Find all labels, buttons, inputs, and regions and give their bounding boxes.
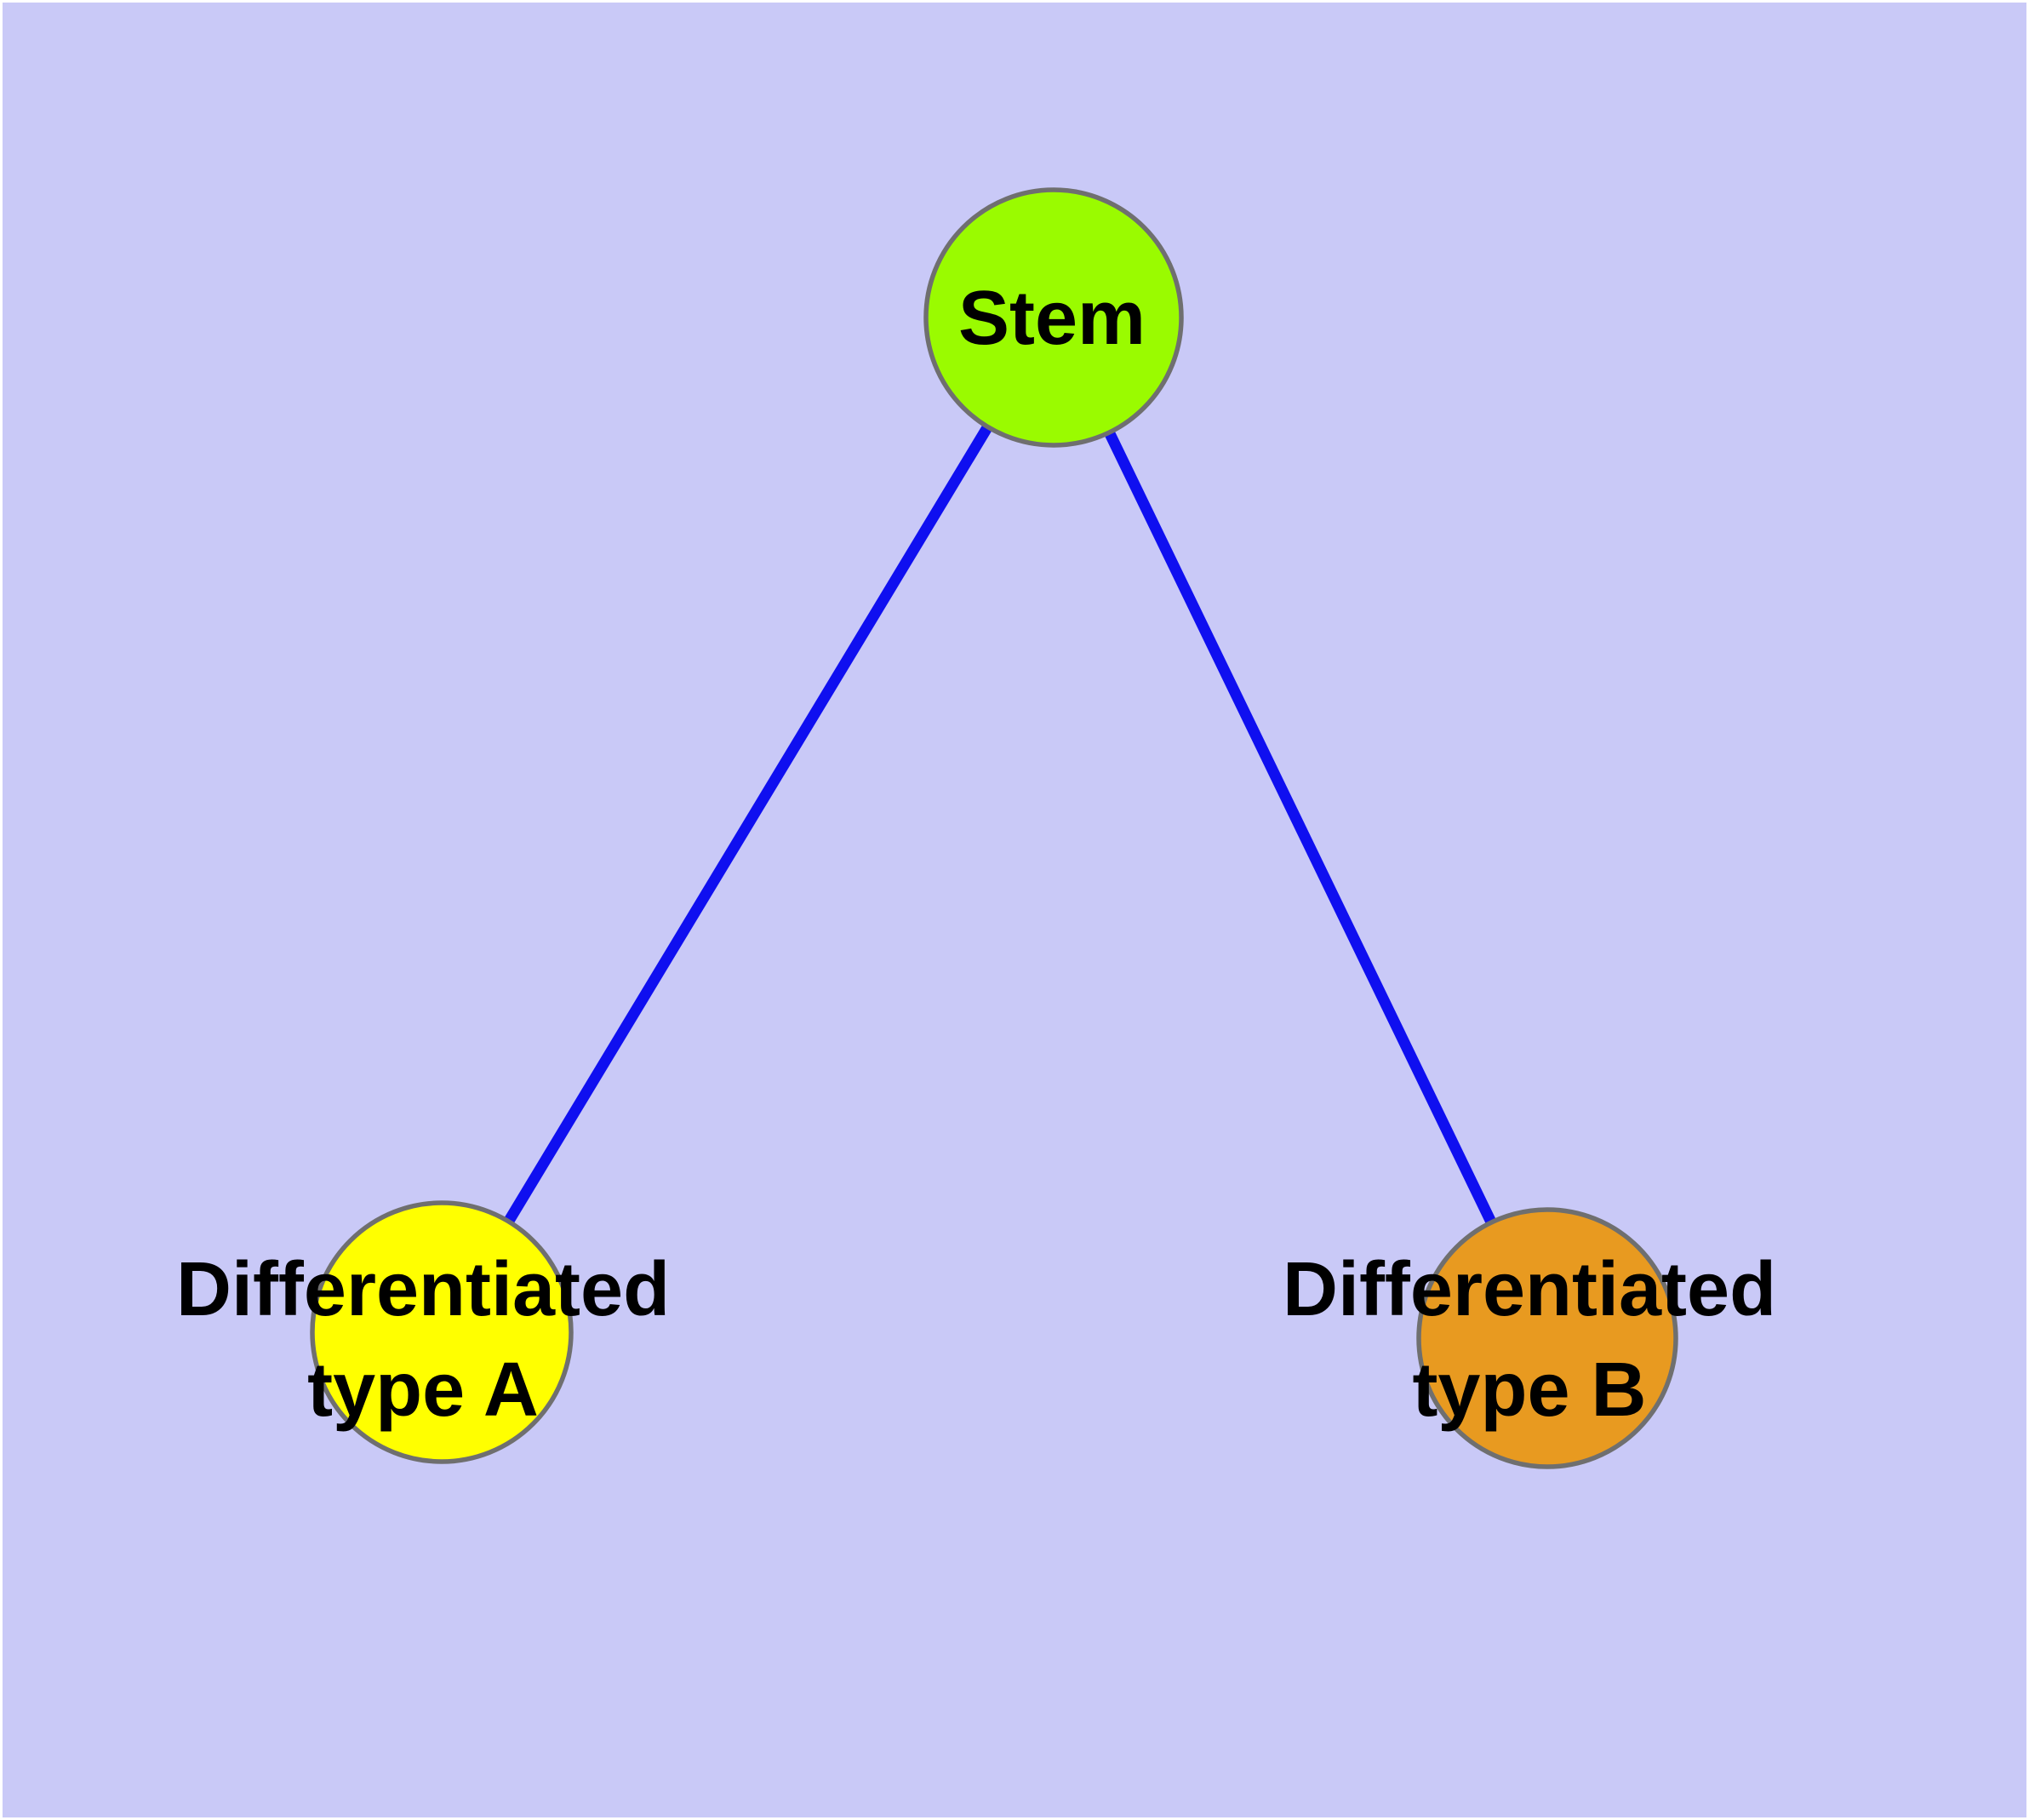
node-label-differentiated-type-b: Differentiated type B [1283, 1239, 1776, 1440]
node-differentiated-type-a [310, 1200, 574, 1464]
node-differentiated-type-b [1416, 1207, 1678, 1469]
node-label-type-a-line-2: type A [307, 1348, 539, 1433]
node-label-stem-text: Stem [957, 276, 1146, 361]
edge-stem-to-type-b [1049, 315, 1552, 1341]
node-label-differentiated-type-a: Differentiated type A [176, 1239, 670, 1440]
node-label-stem: Stem [958, 268, 1146, 369]
node-label-type-b-line-1: Differentiated [1282, 1247, 1777, 1332]
node-stem [923, 187, 1184, 448]
node-label-type-b-line-2: type B [1412, 1348, 1647, 1433]
node-label-type-a-line-1: Differentiated [175, 1247, 671, 1332]
edge-stem-to-type-a [437, 314, 1059, 1336]
